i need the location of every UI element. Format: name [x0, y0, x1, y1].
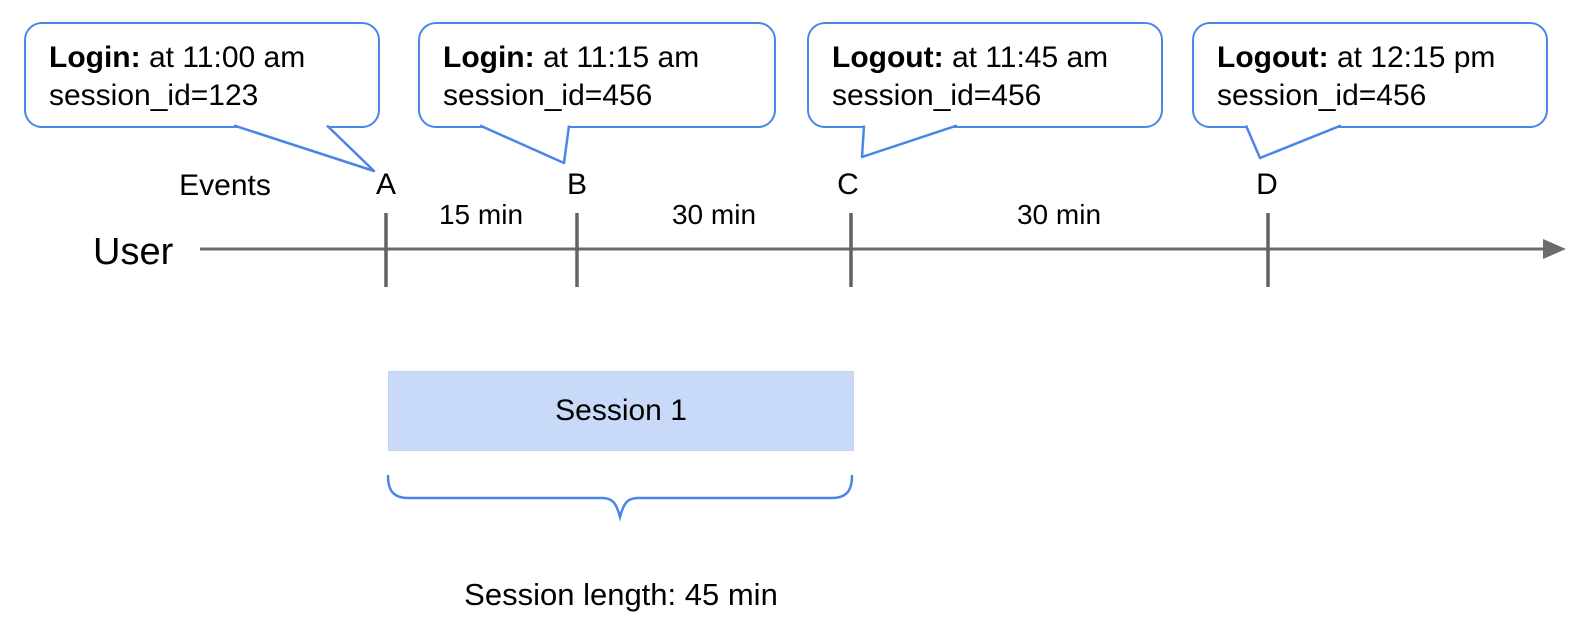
event-type-label: Logout: [1217, 41, 1329, 74]
callout-logout-d: Logout: at 12:15 pm session_id=456 [1192, 22, 1548, 128]
marker-label-d: D [1256, 168, 1278, 201]
events-axis-title: Events [179, 169, 271, 202]
callout-line-event: Logout: at 12:15 pm [1217, 39, 1538, 77]
interval-label-30min-1: 30 min [671, 199, 757, 230]
event-type-label: Logout: [832, 41, 944, 74]
session-1-bar: Session 1 [388, 371, 854, 451]
callout-login-a: Login: at 11:00 am session_id=123 [24, 22, 380, 128]
callout-line-session: session_id=456 [443, 79, 653, 112]
user-axis-title: User [93, 231, 174, 273]
event-time-label: at 11:45 am [951, 41, 1109, 74]
event-time-label: at 11:00 am [148, 41, 306, 74]
event-time-label: at 12:15 pm [1336, 41, 1496, 74]
callout-line-session: session_id=456 [1217, 79, 1427, 112]
session-brace [386, 474, 854, 522]
callout-line-event: Login: at 11:00 am [49, 39, 370, 77]
callout-line-event: Login: at 11:15 am [443, 39, 766, 77]
event-type-label: Login: [443, 41, 535, 74]
marker-label-a: A [375, 168, 396, 201]
callout-tail-d [1244, 124, 1342, 160]
event-time-label: at 11:15 am [542, 41, 700, 74]
callout-line-event: Logout: at 11:45 am [832, 39, 1153, 77]
callout-login-b: Login: at 11:15 am session_id=456 [418, 22, 776, 128]
callout-tail-a [233, 124, 376, 173]
session-length-label: Session length: 45 min [464, 577, 778, 612]
callout-tail-c [860, 124, 958, 159]
marker-label-c: C [837, 168, 859, 201]
interval-label-30min-2: 30 min [1016, 199, 1102, 230]
callout-logout-c: Logout: at 11:45 am session_id=456 [807, 22, 1163, 128]
interval-label-15min: 15 min [438, 199, 524, 230]
callout-line-session: session_id=456 [832, 79, 1042, 112]
marker-label-b: B [566, 168, 587, 201]
callout-tail-b [479, 124, 571, 165]
event-type-label: Login: [49, 41, 141, 74]
callout-line-session: session_id=123 [49, 79, 259, 112]
axis-arrowhead-icon [1543, 239, 1566, 259]
